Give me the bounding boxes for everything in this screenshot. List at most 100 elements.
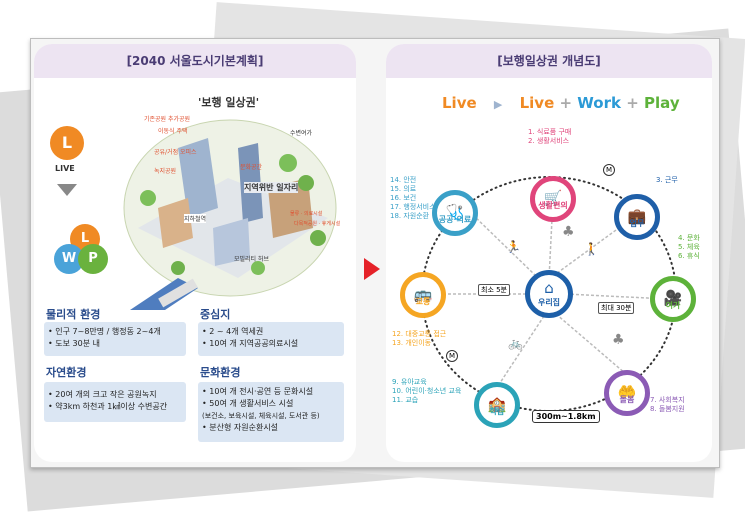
list-item: 5. 체육 — [678, 243, 700, 251]
node-traffic: 🚌 교통 — [400, 272, 446, 318]
list-study: 9. 유아교육 10. 어린이·청소년 교육 11. 교습 — [392, 378, 461, 405]
panel-header: [2040 서울도시기본계획] — [34, 44, 356, 78]
list-leisure: 4. 문화 5. 체육 6. 휴식 — [678, 234, 700, 261]
node-label: 업무 — [629, 219, 645, 228]
section-item: • 인구 7~8만명 / 행정동 2~4개 — [48, 327, 161, 336]
care-hands-icon: 🤲 — [617, 383, 637, 401]
node-public: 🩺 공공·의료 — [432, 190, 478, 236]
slogan-plus: + — [559, 94, 573, 112]
camera-icon: 🎥 — [663, 289, 683, 307]
section-box: • 2 ~ 4개 역세권 • 10여 개 지역공공의료시설 — [198, 322, 344, 356]
slogan-arrow-icon: ▶ — [493, 98, 503, 111]
section-box: • 인구 7~8만명 / 행정동 2~4개 • 도보 30분 내 — [44, 322, 186, 356]
tree-icon: ♣ — [612, 332, 625, 348]
list-public: 14. 안전 15. 의료 16. 보건 17. 행정서비스 18. 자원순환 — [390, 176, 436, 221]
briefcase-icon: 💼 — [627, 207, 647, 225]
node-study: 🏫 학습 — [474, 382, 520, 428]
list-item: 9. 유아교육 — [392, 378, 427, 386]
node-work: 💼 업무 — [614, 194, 660, 240]
section-item: • 도보 30분 내 — [48, 339, 100, 348]
section-title: 자연환경 — [46, 366, 87, 379]
map-label: 물류 · 의료시설 — [290, 211, 323, 217]
list-life: 1. 식료품 구매 2. 생활서비스 — [528, 128, 571, 146]
home-icon: ⌂ — [544, 279, 554, 297]
map-title: '보행 일상권' — [198, 96, 260, 109]
section-title: 중심지 — [200, 308, 231, 321]
section-item: • 10여 개 전시·공연 등 문화시설 — [202, 387, 314, 396]
section-item: (보건소, 보육시설, 체육시설, 도서관 등) — [202, 412, 320, 420]
bicycle-icon: 🚲 — [508, 336, 523, 350]
metro-icon: M — [446, 350, 458, 362]
list-item: 4. 문화 — [678, 234, 700, 242]
list-item: 11. 교습 — [392, 396, 419, 404]
node-label: 여가 — [665, 301, 681, 310]
node-label: 학습 — [489, 407, 505, 416]
node-leisure: 🎥 여가 — [650, 276, 696, 322]
map-label: 수변여가 — [290, 130, 313, 137]
slogan-plus: + — [626, 94, 639, 112]
list-item: 7. 사회복지 — [650, 396, 685, 404]
seoul-plan-panel: [2040 서울도시기본계획] L LIVE L W P '보행 일상권' 기존… — [34, 44, 356, 462]
node-label: 돌봄 — [619, 395, 635, 404]
slogan: Live ▶ Live + Work + Play — [442, 94, 680, 112]
section-box: • 20여 개의 크고 작은 공원녹지 • 약3km 하천과 1㎢이상 수변공간 — [44, 382, 186, 422]
list-item: 8. 돌봄지원 — [650, 405, 685, 413]
city-map-illustration — [123, 119, 337, 310]
list-work: 3. 근무 — [656, 176, 678, 185]
slogan-live: Live — [442, 94, 477, 112]
bus-icon: 🚌 — [413, 285, 433, 303]
map-label: 공유/거점 오피스 — [154, 149, 197, 156]
slogan-play: Play — [644, 94, 680, 112]
map-label: 문화공간 — [240, 164, 263, 171]
walker-icon: 🚶 — [584, 242, 599, 256]
map-label: 지하철역 — [184, 214, 207, 223]
down-arrow-icon — [57, 184, 77, 196]
live-circle-icon: L — [50, 126, 84, 160]
node-life: 🛒 생활편의 — [530, 176, 576, 222]
play-circle-icon: P — [78, 244, 108, 274]
map-label: 지역위반 일자리 — [244, 182, 299, 193]
max-time-tag: 최대 30분 — [598, 302, 635, 314]
section-item: • 분산형 자원순환시설 — [202, 423, 279, 432]
list-item: 17. 행정서비스 — [390, 203, 436, 211]
list-item: 10. 어린이·청소년 교육 — [392, 387, 462, 395]
list-traffic: 12. 대중교통 접근 13. 개인이동 — [392, 330, 446, 348]
list-care: 7. 사회복지 8. 돌봄지원 — [650, 396, 685, 414]
node-label: 생활편의 — [538, 201, 568, 210]
list-item: 2. 생활서비스 — [528, 137, 570, 145]
stethoscope-icon: 🩺 — [445, 203, 465, 221]
shopping-icon: 🛒 — [543, 189, 563, 207]
section-item: • 50여 개 생활서비스 시설 — [202, 399, 294, 408]
school-icon: 🏫 — [487, 395, 507, 413]
list-item: 16. 보건 — [390, 194, 417, 202]
home-label: 우리집 — [537, 298, 561, 307]
home-node: ⌂ 우리집 — [525, 270, 573, 318]
slogan-live-2: Live — [519, 94, 555, 112]
map-label: 다목적공원 · 휴게시설 — [294, 221, 341, 227]
map-label: 기존공원 추가공원 — [144, 116, 191, 123]
map-label: 이동식 주택 — [158, 128, 188, 135]
node-care: 🤲 돌봄 — [604, 370, 650, 416]
right-arrow-icon — [364, 258, 380, 280]
metro-icon: M — [603, 164, 615, 176]
section-title: 문화환경 — [200, 366, 241, 379]
min-time-tag: 최소 5분 — [478, 284, 510, 296]
runner-icon: 🏃 — [506, 240, 521, 254]
list-item: 18. 자원순환 — [390, 212, 430, 220]
node-label: 교통 — [415, 297, 431, 306]
section-item: • 10여 개 지역공공의료시설 — [202, 339, 299, 348]
section-item: • 약3km 하천과 1㎢이상 수변공간 — [48, 402, 168, 411]
map-label: 녹지공원 — [154, 168, 177, 175]
tree-icon: ♣ — [562, 224, 575, 240]
section-box: • 10여 개 전시·공연 등 문화시설 • 50여 개 생활서비스 시설 (보… — [198, 382, 344, 442]
distance-tag: 300m~1.8km — [532, 410, 600, 423]
node-label: 공공·의료 — [438, 215, 472, 224]
list-item: 12. 대중교통 접근 — [392, 330, 447, 338]
list-item: 1. 식료품 구매 — [528, 128, 572, 136]
list-item: 15. 의료 — [390, 185, 417, 193]
section-item: • 20여 개의 크고 작은 공원녹지 — [48, 390, 157, 399]
live-label: LIVE — [55, 164, 75, 173]
slogan-work: Work — [577, 94, 621, 112]
list-item: 13. 개인이동 — [392, 339, 432, 347]
list-item: 6. 휴식 — [678, 252, 700, 260]
